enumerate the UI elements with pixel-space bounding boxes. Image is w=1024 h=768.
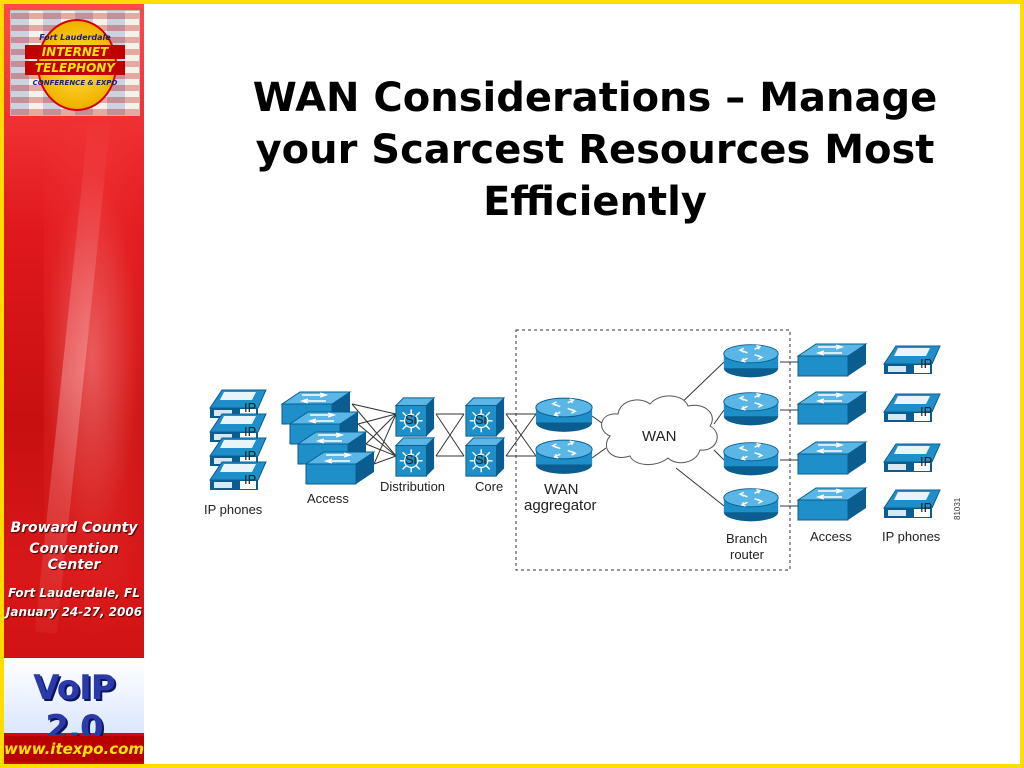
router-icon bbox=[723, 487, 779, 523]
label-access-right: Access bbox=[810, 529, 852, 544]
ip-phones-left: IP IP IP IP IP phones bbox=[204, 389, 267, 517]
ip-badge: IP bbox=[920, 500, 932, 515]
location-city: Fort Lauderdale, FL bbox=[8, 586, 140, 600]
access-switches-right: Access bbox=[797, 343, 867, 544]
ip-badge: IP bbox=[920, 356, 932, 371]
label-wan-aggregator-1: WAN bbox=[544, 481, 578, 498]
router-icon bbox=[535, 397, 593, 433]
logo-word-internet: INTERNET bbox=[25, 45, 125, 59]
label-wan-aggregator-2: aggregator bbox=[524, 497, 597, 514]
si-badge: Si bbox=[475, 412, 487, 427]
access-switch-icon bbox=[797, 391, 867, 425]
wan-aggregator-routers: WAN aggregator bbox=[524, 397, 597, 514]
ip-badge: IP bbox=[244, 448, 256, 463]
ip-badge: IP bbox=[920, 454, 932, 469]
ip-phone-icon: IP bbox=[209, 413, 267, 443]
label-access-left: Access bbox=[307, 491, 349, 506]
label-branch-router-1: Branch bbox=[726, 531, 767, 546]
label-ip-phones-right: IP phones bbox=[882, 529, 941, 544]
distribution-switches: Si Si Distribution bbox=[380, 397, 445, 494]
router-icon bbox=[535, 439, 593, 475]
venue-line-1: Broward County bbox=[10, 520, 138, 536]
router-icon bbox=[723, 441, 779, 477]
title-line-1: WAN Considerations – Manage bbox=[252, 75, 938, 121]
si-badge: Si bbox=[475, 452, 487, 467]
access-switch-icon bbox=[305, 451, 375, 485]
access-switches-left: Access bbox=[281, 391, 375, 506]
wan-edge-boundary bbox=[515, 329, 791, 571]
label-wan: WAN bbox=[642, 428, 676, 445]
ip-phone-icon: IP bbox=[209, 389, 267, 419]
si-badge: Si bbox=[405, 412, 417, 427]
logo-city: Fort Lauderdale bbox=[39, 33, 111, 42]
logo-subtitle: CONFERENCE & EXPO bbox=[32, 79, 118, 87]
access-switch-icon bbox=[797, 487, 867, 521]
access-switch-icon bbox=[797, 441, 867, 475]
sidebar-glow bbox=[44, 124, 144, 644]
ip-phone-icon: IP bbox=[883, 393, 941, 423]
branch-routers: Branch router bbox=[723, 343, 779, 562]
router-icon bbox=[723, 343, 779, 379]
sidebar: Fort Lauderdale INTERNET TELEPHONY CONFE… bbox=[4, 4, 144, 764]
access-switch-icon bbox=[797, 343, 867, 377]
ip-phone-icon: IP bbox=[883, 345, 941, 375]
core-switches: Si Si Core bbox=[465, 397, 505, 494]
venue-line-2: Convention Center bbox=[29, 541, 119, 573]
label-core: Core bbox=[475, 479, 503, 494]
label-distribution: Distribution bbox=[380, 479, 445, 494]
logo-word-telephony: TELEPHONY bbox=[25, 61, 125, 75]
ip-badge: IP bbox=[244, 400, 256, 415]
router-icon bbox=[723, 391, 779, 427]
location-dates: January 24-27, 2006 bbox=[5, 605, 143, 619]
wan-cloud-icon: WAN bbox=[601, 395, 718, 465]
ip-phone-icon: IP bbox=[883, 443, 941, 473]
ip-phone-icon: IP bbox=[209, 437, 267, 467]
ip-badge: IP bbox=[244, 472, 256, 487]
ip-phone-icon: IP bbox=[883, 489, 941, 519]
label-branch-router-2: router bbox=[730, 547, 765, 562]
title-line-3: Efficiently bbox=[483, 179, 707, 225]
brand-band bbox=[4, 658, 144, 733]
ip-badge: IP bbox=[244, 424, 256, 439]
conference-logo: Fort Lauderdale INTERNET TELEPHONY CONFE… bbox=[10, 10, 140, 116]
ip-phone-icon: IP bbox=[209, 461, 267, 491]
title-line-2: your Scarcest Resources Most bbox=[255, 127, 935, 173]
label-ip-phones-left: IP phones bbox=[204, 502, 263, 517]
slide-title: WAN Considerations – Manage your Scarces… bbox=[200, 72, 990, 228]
website-url[interactable]: www.itexpo.com bbox=[4, 736, 144, 762]
si-badge: Si bbox=[405, 452, 417, 467]
ip-badge: IP bbox=[920, 404, 932, 419]
figure-reference: 81031 bbox=[953, 497, 962, 520]
ip-phones-right: IP IP IP IP IP phones 81031 bbox=[882, 345, 962, 544]
